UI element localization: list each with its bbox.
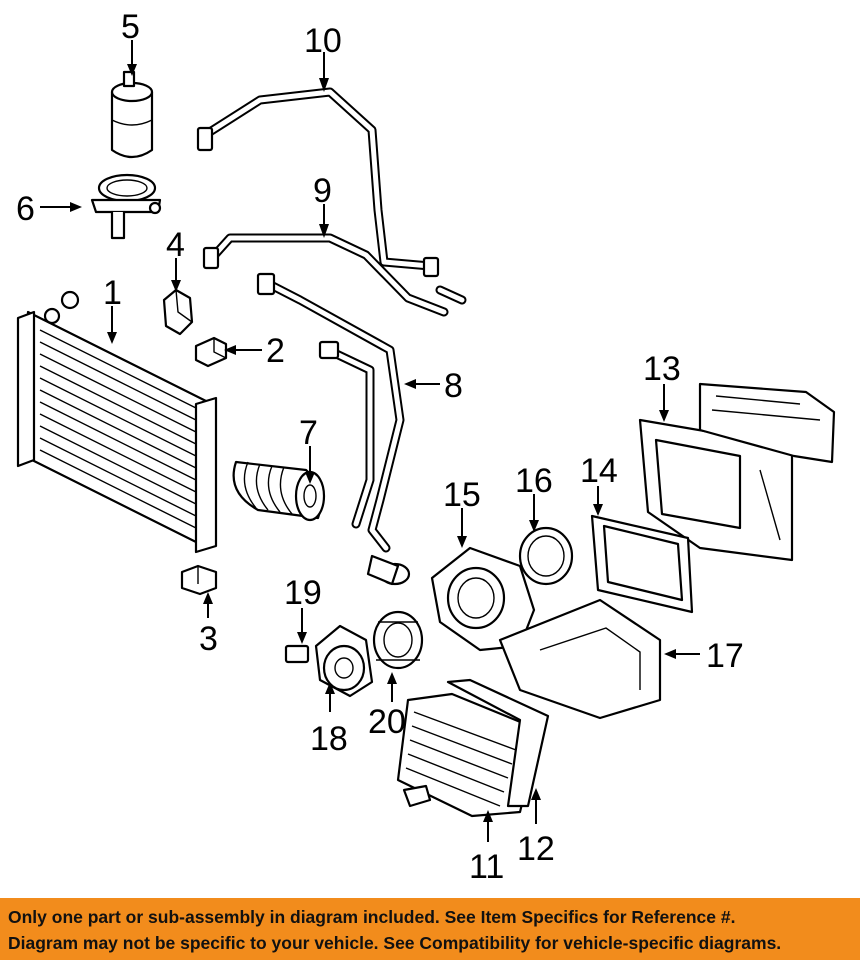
part-18-blower-motor: [314, 624, 374, 698]
callout-numbers: 1 2 3 4 5 6 7 8 9 10 11 12 13 14 15 16 1…: [16, 8, 744, 886]
part-3-bracket: [180, 564, 218, 596]
callout-10: 10: [304, 22, 342, 60]
callout-17: 17: [706, 637, 744, 675]
callout-12: 12: [517, 830, 555, 868]
part-12-cover: [446, 678, 550, 808]
part-2-sensor: [194, 336, 228, 368]
callout-11: 11: [469, 848, 504, 886]
disclaimer-line-2: Diagram may not be specific to your vehi…: [8, 933, 782, 953]
leader-lines: [40, 40, 700, 842]
callout-20: 20: [368, 703, 406, 741]
callout-15: 15: [443, 476, 481, 514]
callout-4: 4: [166, 226, 185, 264]
callout-13: 13: [643, 350, 681, 388]
part-14-filter: [590, 514, 694, 614]
disclaimer-banner: Only one part or sub-assembly in diagram…: [0, 898, 860, 960]
part-19-resistor: [284, 644, 310, 664]
part-16-seal: [518, 526, 574, 586]
callout-5: 5: [121, 8, 140, 46]
part-6-bracket: [90, 173, 162, 240]
callout-19: 19: [284, 574, 322, 612]
callout-14: 14: [580, 452, 618, 490]
part-17-lower-case: [498, 598, 662, 720]
disclaimer-line-1: Only one part or sub-assembly in diagram…: [8, 907, 736, 927]
part-7-compressor: [232, 460, 326, 522]
parts-diagram: 1 2 3 4 5 6 7 8 9 10 11 12 13 14 15 16 1…: [16, 8, 836, 886]
callout-7: 7: [299, 414, 318, 452]
callout-6: 6: [16, 190, 35, 228]
callout-2: 2: [266, 332, 285, 370]
part-10-hose: [196, 87, 467, 305]
callout-16: 16: [515, 462, 553, 500]
part-13-case: [638, 382, 836, 562]
callout-1: 1: [103, 274, 122, 312]
callout-8: 8: [444, 367, 463, 405]
part-4-switch: [162, 288, 194, 336]
part-11-evaporator: [396, 692, 542, 818]
callout-18: 18: [310, 720, 348, 758]
part-20-blower-wheel: [372, 610, 424, 670]
callout-9: 9: [313, 172, 332, 210]
part-15-blower-housing: [430, 546, 536, 652]
part-9-hose: [202, 233, 449, 317]
callout-3: 3: [199, 620, 218, 658]
part-5-accumulator: [110, 70, 154, 159]
part-8-hose: [256, 272, 411, 586]
part-1-condenser: [16, 290, 218, 554]
